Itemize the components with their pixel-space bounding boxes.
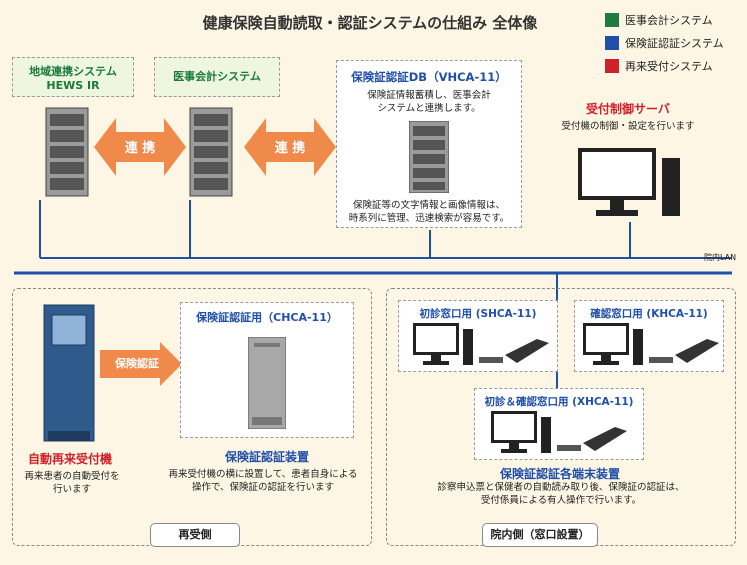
db-server-icon xyxy=(409,121,449,193)
server-desc: 受付機の制御・設定を行います xyxy=(561,121,695,132)
auth-arrow-icon xyxy=(100,342,182,386)
kiosk-title: 自動再来受付機 xyxy=(27,452,112,466)
renkei-arrow-icon xyxy=(94,118,186,176)
legend-item-hokensho: 保険証認証システム xyxy=(605,35,724,51)
vhca-desc2: システムと連携します。 xyxy=(377,103,481,114)
legend-swatch-red xyxy=(605,59,619,73)
xhca-box: 初診＆確認窓口用 (XHCA-11) xyxy=(474,388,644,460)
legend-label: 保険証認証システム xyxy=(625,37,724,50)
terminal-icon xyxy=(583,323,719,365)
legend-item-sairai: 再来受付システム xyxy=(605,58,724,74)
khca-title: 確認窓口用 (KHCA-11) xyxy=(590,308,708,320)
renkei-label-1: 連 携 xyxy=(124,141,156,156)
hews-line2: HEWS IR xyxy=(46,79,100,92)
legend-item-ijikaikei: 医事会計システム xyxy=(605,12,724,28)
hews-line1: 地域連携システム xyxy=(29,65,117,78)
shca-box: 初診窓口用 (SHCA-11) xyxy=(398,300,558,372)
khca-box: 確認窓口用 (KHCA-11) xyxy=(574,300,724,372)
vhca-title: 保険証認証DB（VHCA-11） xyxy=(351,70,507,84)
device-desc2: 操作で、保険証の認証を行います xyxy=(191,482,335,493)
diagram-title: 健康保険自動読取・認証システムの仕組み 全体像 xyxy=(202,14,538,32)
hews-system-box: 地域連携システム HEWS IR xyxy=(12,57,134,97)
device-desc1: 再来受付機の横に設置して、患者自身による xyxy=(168,469,358,480)
kiosk-icon xyxy=(43,304,95,442)
kiosk-desc1: 再来患者の自動受付を xyxy=(24,471,120,482)
lan-label: 院内LAN xyxy=(704,253,737,262)
ijikaikei-label: 医事会計システム xyxy=(173,70,261,83)
shca-title: 初診窓口用 (SHCA-11) xyxy=(419,308,537,320)
tab-sairai: 再受側 xyxy=(150,523,240,547)
auth-device-icon xyxy=(248,337,286,429)
ijikaikei-system-box: 医事会計システム xyxy=(154,57,280,97)
tab-innai: 院内側（窓口設置） xyxy=(482,523,598,547)
renkei-arrow-icon xyxy=(244,118,336,176)
vhca-desc3: 保険証等の文字情報と画像情報は、 xyxy=(352,200,505,211)
renkei-label-2: 連 携 xyxy=(274,141,306,156)
legend-swatch-blue xyxy=(605,36,619,50)
auth-arrow-label: 保険認証 xyxy=(115,357,159,370)
server-tower-icon xyxy=(45,107,89,197)
terminal-icon xyxy=(491,411,627,453)
computer-monitor-icon xyxy=(578,148,680,216)
vhca-desc4: 時系列に管理、迅速検索が容易です。 xyxy=(348,213,510,224)
xhca-title: 初診＆確認窓口用 (XHCA-11) xyxy=(484,396,634,408)
legend-label: 医事会計システム xyxy=(625,14,713,27)
device-title: 保険証認証装置 xyxy=(224,450,309,464)
legend-label: 再来受付システム xyxy=(625,60,713,73)
kiosk-desc2: 行います xyxy=(52,484,91,495)
vhca-desc1: 保険証情報蓄積し、医事会計 xyxy=(367,90,491,101)
vhca-db-box: 保険証認証DB（VHCA-11） 保険証情報蓄積し、医事会計 システムと連携しま… xyxy=(336,60,522,228)
legend-swatch-green xyxy=(605,13,619,27)
chca-title: 保険証認証用（CHCA-11） xyxy=(196,311,338,324)
server-title: 受付制御サーバ xyxy=(586,102,670,116)
chca-box: 保険証認証用（CHCA-11） xyxy=(180,302,354,438)
terminal-desc2: 受付係員による有人操作で行います。 xyxy=(480,495,642,506)
legend: 医事会計システム 保険証認証システム 再来受付システム xyxy=(605,12,724,74)
terminal-title: 保険証認証各端末装置 xyxy=(499,467,620,481)
terminal-icon xyxy=(413,323,549,365)
server-tower-icon xyxy=(189,107,233,197)
terminal-desc1: 診察申込票と保健者の自動読み取り後、保険証の認証は、 xyxy=(437,482,685,493)
